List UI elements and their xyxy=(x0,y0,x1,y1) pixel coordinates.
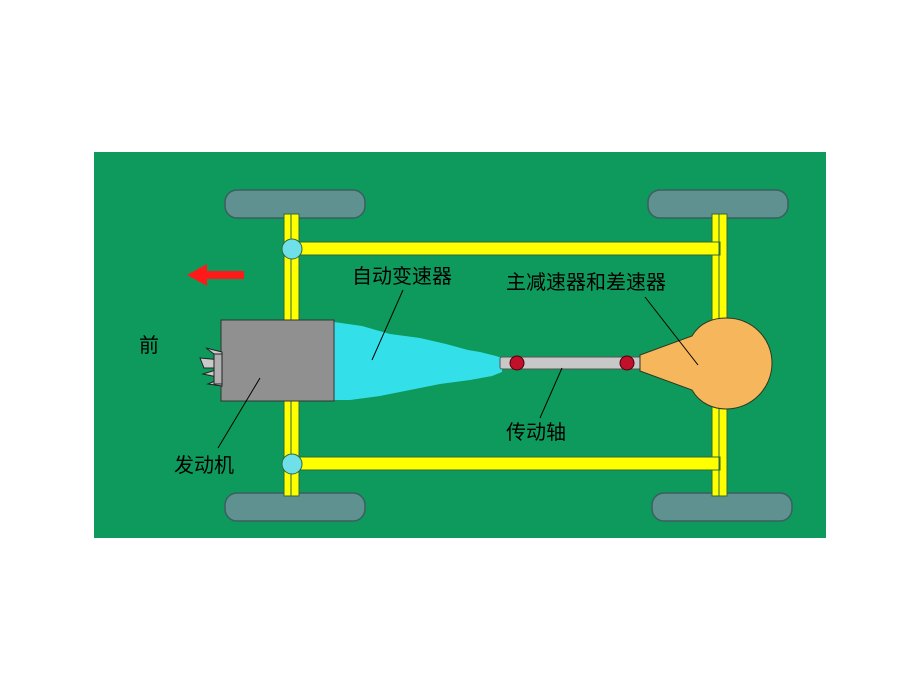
leader-lines xyxy=(217,289,699,449)
differential-housing xyxy=(639,317,773,410)
front-label: 前 xyxy=(139,333,159,357)
engine-label: 发动机 xyxy=(174,453,234,477)
engine-block xyxy=(220,319,335,402)
front-lower-pivot xyxy=(281,453,303,475)
front-right-wheel xyxy=(224,492,366,522)
rear-right-wheel xyxy=(651,492,793,522)
rear-universal-joint xyxy=(619,355,635,371)
front-universal-joint xyxy=(509,355,525,371)
fan-icon xyxy=(199,347,223,387)
final-drive-label: 主减速器和差速器 xyxy=(506,270,666,294)
arrow-left-icon xyxy=(187,264,244,286)
drive-shaft-label: 传动轴 xyxy=(506,420,566,444)
transmission-label: 自动变速器 xyxy=(352,264,452,288)
transmission-body xyxy=(334,322,502,400)
front-upper-pivot xyxy=(281,238,303,260)
